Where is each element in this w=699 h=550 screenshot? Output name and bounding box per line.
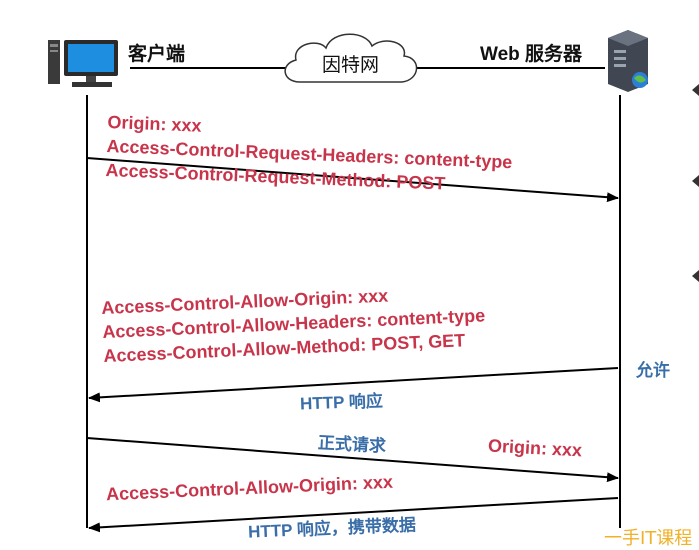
cloud-icon — [284, 33, 418, 83]
right-edge-marker — [692, 84, 699, 96]
formal-request-arrow — [86, 437, 619, 483]
right-edge-marker — [692, 175, 699, 187]
computer-icon — [48, 40, 118, 87]
right-edge-marker — [692, 270, 699, 282]
allow-label: 允许 — [636, 361, 670, 380]
watermark: 一手IT课程 — [604, 528, 693, 549]
preflight-response-arrow — [88, 367, 619, 403]
formal-response-arrow — [88, 497, 619, 533]
preflight-request-arrow — [86, 157, 619, 203]
network-label: 因特网 — [322, 54, 380, 76]
server-label: Web 服务器 — [480, 44, 583, 65]
http-response-label: HTTP 响应 — [299, 391, 384, 414]
client-label: 客户端 — [128, 44, 186, 65]
formal-request-label: 正式请求 — [317, 433, 387, 456]
server-icon — [608, 30, 648, 92]
